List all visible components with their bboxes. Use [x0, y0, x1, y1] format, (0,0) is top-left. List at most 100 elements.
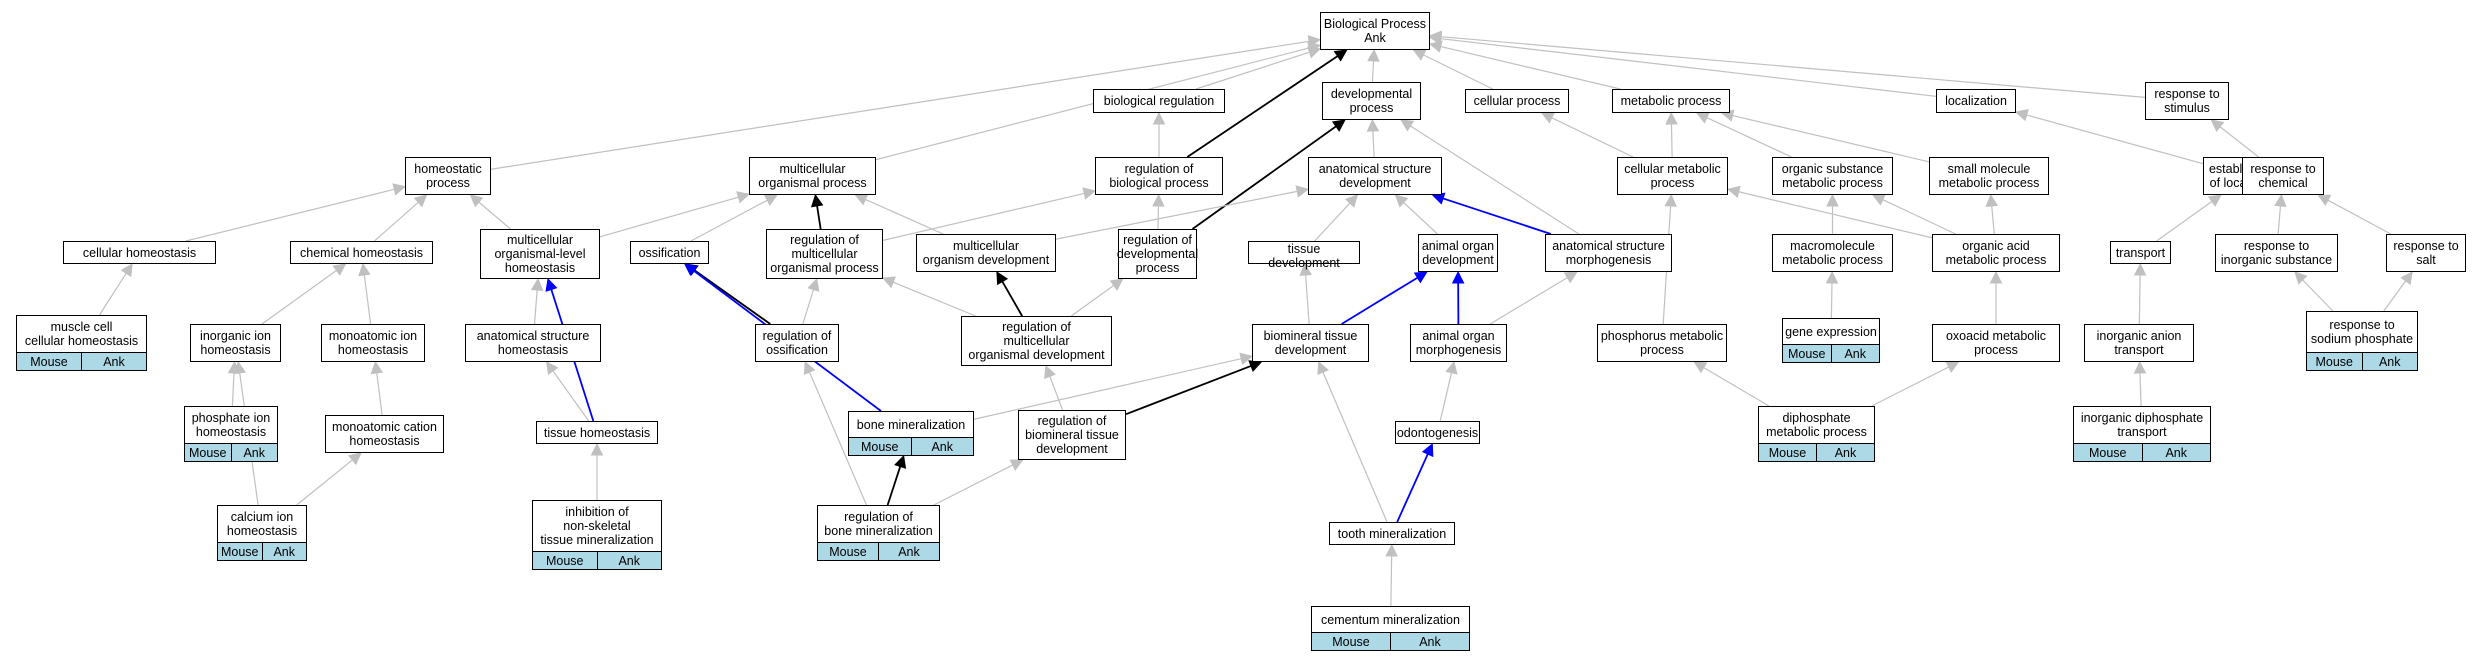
go-term-cellproc[interactable]: cellular process [1465, 89, 1569, 113]
go-term-multilevel[interactable]: multicellular organismal-level homeostas… [480, 229, 600, 279]
go-term-animorgmorph[interactable]: animal organ morphogenesis [1410, 324, 1507, 362]
edge-animorgdev-to-anatdev [1394, 194, 1438, 235]
go-term-label: oxoacid metabolic process [1945, 329, 2047, 357]
annotation-species[interactable]: Mouse [2315, 354, 2354, 369]
go-term-tisshomeo[interactable]: tissue homeostasis [536, 421, 658, 444]
edge-regdev-to-devproc [1191, 119, 1346, 230]
go-term-inorganion[interactable]: inorganic anion transport [2084, 324, 2194, 362]
go-term-monocation[interactable]: monoatomic cation homeostasis [325, 415, 444, 453]
go-term-anatdev[interactable]: anatomical structure development [1308, 157, 1442, 195]
go-term-respsalt[interactable]: response to salt [2386, 234, 2466, 272]
go-term-homeo[interactable]: homeostatic process [405, 157, 491, 195]
go-term-label: localization [1945, 94, 2007, 108]
go-term-label: ossification [638, 245, 701, 260]
edge-inorgdiphos-to-inorganion [2133, 360, 2147, 407]
go-term-label: odontogenesis [1396, 425, 1479, 440]
go-term-label: regulation of biomineral tissue developm… [1025, 414, 1119, 456]
annotation-gene[interactable]: Ank [230, 444, 278, 461]
go-term-chemhomeo[interactable]: chemical homeostasis [290, 241, 433, 264]
annotation-species[interactable]: Mouse [860, 439, 899, 454]
annotation-species[interactable]: Mouse [1787, 346, 1826, 361]
edge-monocation-to-monoion [370, 360, 384, 416]
annotation-species[interactable]: Mouse [2088, 445, 2127, 460]
annotation-species[interactable]: Mouse [30, 354, 68, 369]
annotation-gene[interactable]: Ank [1816, 444, 1874, 461]
go-term-oxoacid[interactable]: oxoacid metabolic process [1932, 324, 2060, 362]
go-term-respinorg[interactable]: response to inorganic substance [2215, 234, 2338, 272]
go-term-multiorg[interactable]: multicellular organismal process [749, 157, 876, 195]
go-term-anatmorph[interactable]: anatomical structure morphogenesis [1545, 234, 1672, 272]
go-term-phosmet[interactable]: phosphorus metabolic process [1597, 324, 1727, 362]
annotation-gene[interactable]: Ank [2141, 444, 2211, 461]
go-term-label: anatomical structure development [1318, 162, 1432, 190]
annotation-gene[interactable]: Ank [2361, 353, 2418, 370]
go-term-local[interactable]: localization [1936, 89, 2016, 113]
go-term-label: calcium ion homeostasis [226, 510, 298, 538]
go-term-monoion[interactable]: monoatomic ion homeostasis [321, 324, 425, 362]
go-term-cellhomeo[interactable]: cellular homeostasis [63, 241, 216, 264]
go-term-label: inhibition of non-skeletal tissue minera… [540, 505, 654, 547]
annotation-species[interactable]: Mouse [829, 544, 867, 559]
go-term-label: response to salt [2393, 239, 2459, 267]
go-term-regdev[interactable]: regulation of developmental process [1117, 229, 1198, 279]
annotation-gene[interactable]: Ank [910, 438, 974, 455]
go-term-metproc[interactable]: metabolic process [1612, 89, 1730, 113]
edge-multidev-to-anatdev [1055, 185, 1310, 240]
go-term-inhibnonskel[interactable]: inhibition of non-skeletal tissue minera… [532, 500, 662, 570]
go-term-cellmet[interactable]: cellular metabolic process [1617, 157, 1728, 195]
annotation-species[interactable]: Mouse [220, 544, 259, 559]
go-term-label: organic substance metabolic process [1781, 162, 1884, 190]
go-term-label: organic acid metabolic process [1945, 239, 2047, 267]
edge-monoion-to-chemhomeo [358, 262, 372, 325]
go-term-odonto[interactable]: odontogenesis [1395, 421, 1480, 444]
go-term-respchem[interactable]: response to chemical [2242, 157, 2324, 195]
go-term-regmultidev[interactable]: regulation of multicellular organismal d… [961, 316, 1112, 366]
go-term-biomindev[interactable]: biomineral tissue development [1252, 324, 1369, 362]
go-term-toothmin[interactable]: tooth mineralization [1329, 522, 1455, 545]
go-term-transport[interactable]: transport [2110, 241, 2171, 264]
go-term-macromol[interactable]: macromolecule metabolic process [1772, 234, 1893, 272]
annotation-gene[interactable]: Ank [878, 543, 939, 560]
go-term-tissdev[interactable]: tissue development [1248, 241, 1360, 270]
go-term-animorgdev[interactable]: animal organ development [1418, 234, 1498, 272]
go-term-orgacid[interactable]: organic acid metabolic process [1932, 234, 2060, 272]
edge-devproc-to-bp [1367, 48, 1380, 83]
go-term-bioreg[interactable]: biological regulation [1093, 89, 1225, 113]
go-term-label: response to stimulus [2154, 87, 2220, 115]
go-term-regbiomin[interactable]: regulation of biomineral tissue developm… [1018, 410, 1126, 460]
annotation-gene[interactable]: Ank [261, 543, 307, 560]
go-term-anathomeo[interactable]: anatomical structure homeostasis [465, 324, 601, 362]
annotation-species[interactable]: Mouse [188, 445, 227, 460]
edge-biomindev-to-animorgdev [1341, 271, 1428, 325]
go-term-label: muscle cell cellular homeostasis [24, 320, 139, 348]
go-term-regmultiorg[interactable]: regulation of multicellular organismal p… [766, 229, 883, 279]
go-term-devproc[interactable]: developmental process [1322, 82, 1421, 120]
go-term-regossif[interactable]: regulation of ossification [755, 324, 839, 362]
annotation-species[interactable]: Mouse [545, 553, 584, 568]
annotation-gene[interactable]: Ank [1390, 633, 1469, 650]
go-term-bp[interactable]: Biological Process Ank [1320, 12, 1430, 50]
go-term-ossif[interactable]: ossification [630, 241, 709, 264]
annotation-gene[interactable]: Ank [1830, 345, 1880, 362]
go-term-multidev[interactable]: multicellular organism development [916, 234, 1056, 272]
annotation-species[interactable]: Mouse [1332, 634, 1370, 649]
annotation-gene[interactable]: Ank [81, 353, 146, 370]
annotation-species[interactable]: Mouse [1768, 445, 1807, 460]
go-term-smallmol[interactable]: small molecule metabolic process [1929, 157, 2049, 195]
go-term-inorgion[interactable]: inorganic ion homeostasis [190, 324, 281, 362]
go-term-regbio[interactable]: regulation of biological process [1095, 157, 1223, 195]
go-term-label: bone mineralization [856, 417, 966, 432]
annotation-gene[interactable]: Ank [596, 552, 662, 569]
go-term-orgsub[interactable]: organic substance metabolic process [1772, 157, 1893, 195]
go-term-respstim[interactable]: response to stimulus [2145, 82, 2229, 120]
